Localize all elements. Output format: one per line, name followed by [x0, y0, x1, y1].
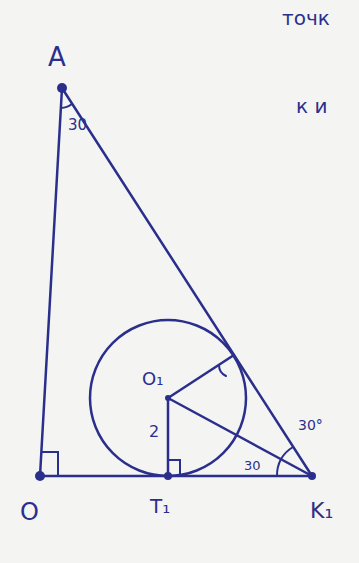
vertex-dot: [308, 472, 316, 480]
length-label: 2: [149, 424, 159, 440]
radius-line: [168, 355, 234, 398]
center-dot: [165, 395, 171, 401]
note-text: точк: [282, 8, 330, 28]
angle-arc: [281, 447, 293, 459]
bisector-line: [168, 398, 312, 476]
vertex-dot: [35, 471, 45, 481]
right-angle-arc: [219, 365, 226, 376]
angle-arc: [277, 459, 281, 476]
angle-arc: [61, 104, 72, 108]
vertex-dot: [57, 83, 67, 93]
side-ao: [40, 88, 62, 476]
point-label: O₁: [142, 370, 163, 388]
right-angle-mark: [42, 452, 58, 476]
point-label: K₁: [310, 500, 333, 522]
vertex-dot: [164, 472, 172, 480]
point-label: T₁: [150, 496, 170, 516]
radius-line: [167, 398, 170, 476]
angle-label: 30: [68, 118, 87, 133]
point-label: A: [48, 44, 66, 70]
side-ak: [62, 88, 312, 476]
angle-label: 30: [244, 459, 261, 472]
note-text: к и: [296, 96, 327, 116]
angle-label: 30°: [298, 418, 323, 432]
incircle: [90, 320, 246, 476]
point-label: O: [20, 500, 39, 524]
